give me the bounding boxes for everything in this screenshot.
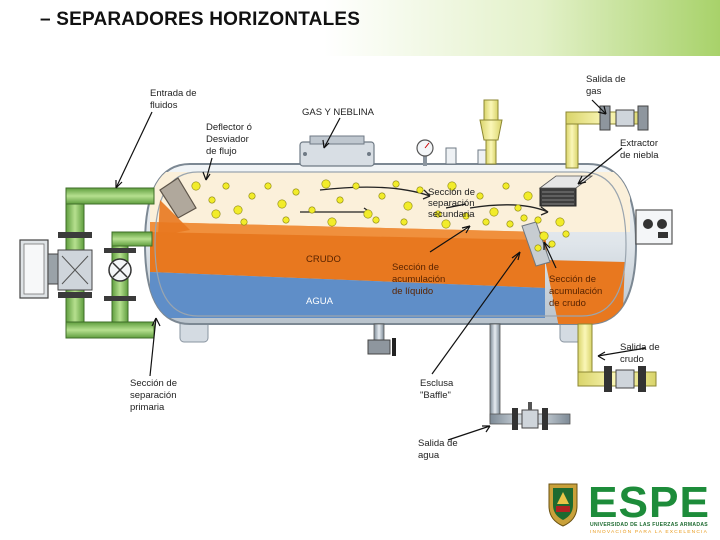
water-outlet-pipe	[489, 323, 571, 430]
droplet	[403, 201, 413, 211]
crude-layer	[150, 222, 545, 288]
droplet	[462, 212, 470, 220]
droplet	[506, 220, 514, 228]
mist-extractor	[538, 175, 594, 207]
label-esclusa-1: Esclusa	[420, 378, 454, 389]
label-acum-liquido-2: acumulación	[392, 274, 445, 285]
label-deflector-3: de flujo	[206, 146, 237, 157]
droplet	[562, 230, 570, 238]
label-acum-crudo-1: Sección de	[549, 274, 596, 285]
droplet	[441, 219, 451, 229]
label-secundaria-2: separación	[428, 198, 474, 209]
droplet	[534, 216, 542, 224]
label-secundaria-1: Sección de	[428, 187, 475, 198]
logo-subtitle: UNIVERSIDAD DE LAS FUERZAS ARMADAS	[590, 522, 708, 528]
label-extractor-2: de niebla	[620, 150, 659, 161]
droplet	[191, 181, 201, 191]
label-primaria-2: separación	[130, 390, 176, 401]
droplet	[534, 244, 542, 252]
droplet	[482, 218, 490, 226]
gas-droplets	[191, 179, 570, 252]
label-acum-crudo-3: de crudo	[549, 298, 586, 309]
label-entrada-fluidos-1: Entrada de	[150, 88, 196, 99]
droplet	[378, 192, 386, 200]
label-entrada-fluidos-2: fluidos	[150, 100, 178, 111]
top-fittings	[445, 147, 491, 165]
label-deflector-1: Deflector ó	[206, 122, 252, 133]
gas-outlet-pipe	[565, 105, 649, 169]
baffle-weir	[521, 221, 551, 267]
droplet	[282, 216, 290, 224]
university-crest-icon	[548, 483, 578, 527]
droplet	[321, 179, 331, 189]
label-acum-liquido-3: de líquido	[392, 286, 433, 297]
droplet	[208, 196, 216, 204]
label-crudo: CRUDO	[306, 254, 341, 265]
logo-motto: INNOVACIÓN PARA LA EXCELENCIA	[590, 529, 708, 534]
droplet	[514, 204, 522, 212]
inlet-valve-icon	[19, 239, 93, 299]
label-salida-crudo-1: Salida de	[620, 342, 660, 353]
manhole-cover	[299, 135, 375, 167]
droplet	[248, 192, 256, 200]
droplet	[392, 180, 400, 188]
label-salida-crudo-2: crudo	[620, 354, 644, 365]
droplet	[555, 217, 565, 227]
droplet	[211, 209, 221, 219]
droplet	[352, 182, 360, 190]
label-extractor-1: Extractor	[620, 138, 658, 149]
droplet	[489, 207, 499, 217]
droplet	[434, 210, 442, 218]
label-primaria-1: Sección de	[130, 378, 177, 389]
droplet	[520, 214, 528, 222]
crude-accumulation-compartment	[545, 260, 625, 324]
droplet	[502, 182, 510, 190]
label-salida-agua-1: Salida de	[418, 438, 458, 449]
droplet	[363, 209, 373, 219]
droplet	[336, 196, 344, 204]
droplet	[416, 186, 424, 194]
label-deflector-2: Desviador	[206, 134, 249, 145]
label-acum-liquido-1: Sección de	[392, 262, 439, 273]
droplet	[222, 182, 230, 190]
droplet	[447, 181, 457, 191]
label-gas-neblina: GAS Y NEBLINA	[302, 107, 375, 118]
pressure-gauge-icon	[416, 139, 434, 166]
label-esclusa-2: "Baffle"	[420, 390, 451, 401]
droplet	[233, 205, 243, 215]
relief-valve-icon	[479, 99, 503, 165]
level-controller-icon	[635, 209, 673, 245]
label-acum-crudo-2: acumulación	[549, 286, 602, 297]
droplet	[264, 182, 272, 190]
label-agua: AGUA	[306, 296, 334, 307]
droplet	[277, 199, 287, 209]
leader-arrows	[115, 99, 647, 441]
droplet	[548, 240, 556, 248]
droplet	[308, 206, 316, 214]
droplet	[523, 191, 533, 201]
bottom-drain-valve	[367, 323, 396, 356]
droplet	[327, 217, 337, 227]
logo-wordmark: ESPE	[588, 478, 710, 527]
label-salida-gas-1: Salida de	[586, 74, 626, 85]
label-secundaria-3: secundaria	[428, 209, 475, 220]
droplet	[476, 192, 484, 200]
label-salida-agua-2: agua	[418, 450, 440, 461]
label-primaria-3: primaria	[130, 402, 165, 413]
droplet	[372, 216, 380, 224]
title-bar	[0, 0, 720, 56]
label-salida-gas-2: gas	[586, 86, 602, 97]
diagram-labels: Entrada de fluidos Deflector ó Desviador…	[130, 74, 660, 461]
inlet-deflector	[158, 177, 197, 236]
droplet	[292, 188, 300, 196]
crude-outlet-pipe	[577, 323, 657, 392]
water-layer	[150, 272, 545, 318]
butterfly-valve-icon	[108, 258, 132, 282]
droplet	[240, 218, 248, 226]
slide-title: – SEPARADORES HORIZONTALES	[40, 9, 361, 30]
droplet	[400, 218, 408, 226]
espe-logo: ESPE UNIVERSIDAD DE LAS FUERZAS ARMADAS …	[548, 478, 710, 534]
droplet	[539, 231, 549, 241]
